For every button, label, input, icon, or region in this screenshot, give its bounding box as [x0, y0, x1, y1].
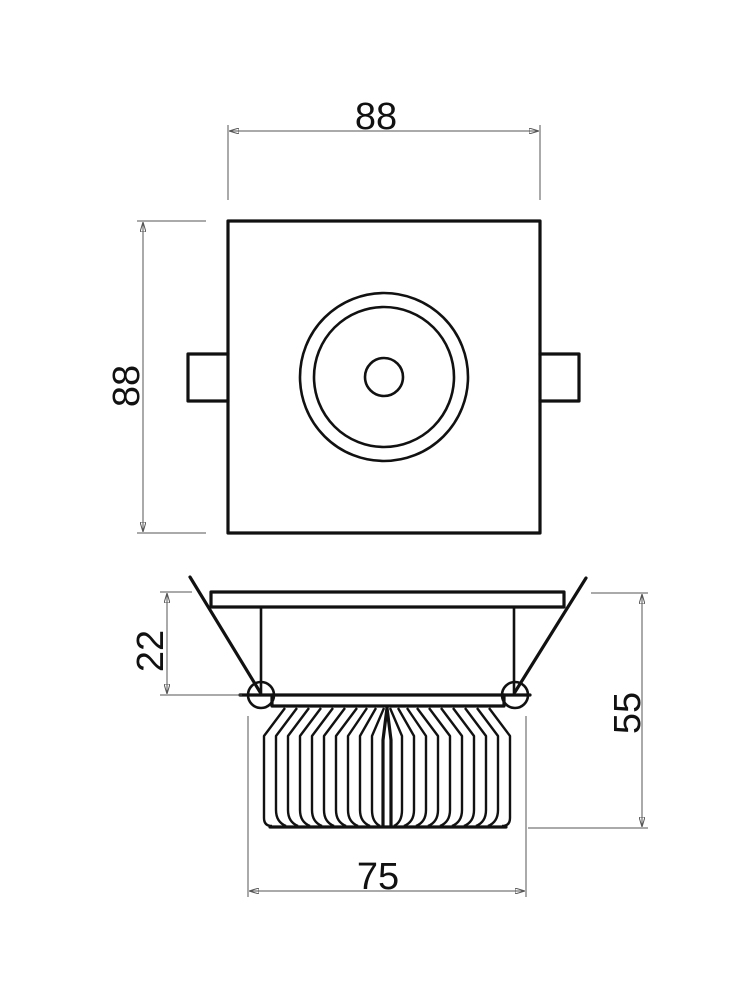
top-width-label: 88 [355, 96, 397, 138]
top-height-dimension: 88 [106, 220, 206, 534]
right-spring-tab [538, 352, 581, 403]
trim-flange [209, 590, 566, 609]
outer-ring [298, 291, 470, 463]
top-width-dimension: 88 [227, 96, 541, 200]
top-height-label: 88 [106, 365, 148, 407]
total-height-label: 55 [607, 692, 649, 734]
total-height-dimension: 55 [528, 592, 649, 829]
heatsink-width-label: 75 [357, 856, 399, 898]
trim-height-dimension: 22 [130, 591, 242, 696]
left-spring-tab [186, 352, 230, 403]
side-view: 22 55 75 [130, 575, 649, 898]
pivot-right [500, 680, 530, 710]
spring-clip-right [513, 576, 588, 694]
led-lens [363, 356, 405, 398]
square-trim [226, 219, 542, 535]
trim-height-label: 22 [130, 630, 172, 672]
heatsink-width-dimension: 75 [247, 716, 527, 898]
heatsink-fins [262, 706, 512, 829]
spring-clip-left [188, 575, 262, 694]
top-view: 88 88 [106, 96, 581, 535]
heatsink-center-spine [381, 706, 393, 828]
heatsink-top-plate [270, 693, 506, 708]
pivot-left [246, 680, 276, 710]
inner-ring [312, 305, 456, 449]
